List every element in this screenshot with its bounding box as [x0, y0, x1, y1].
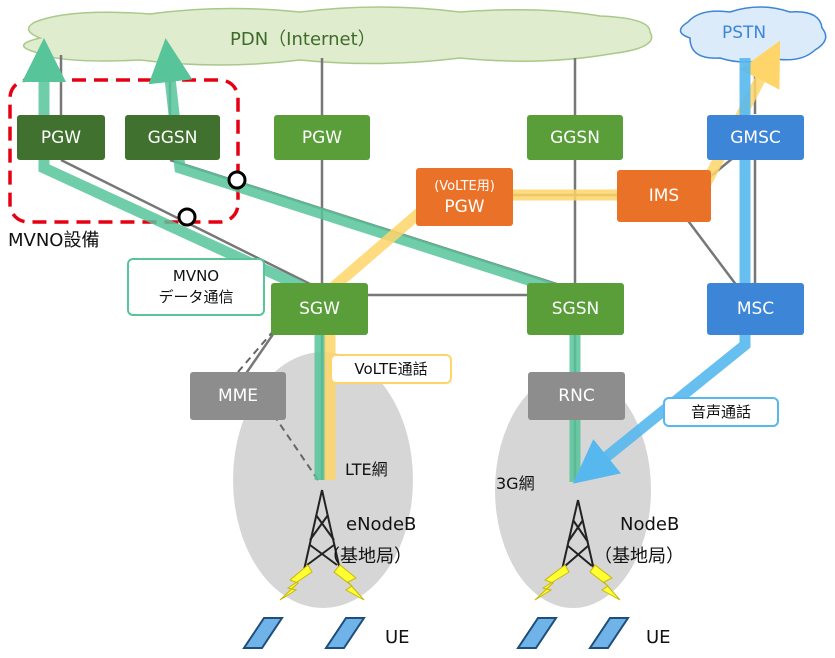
lte-network-label: LTE網: [345, 460, 388, 479]
volte-pgw-subtitle: (VoLTE用): [434, 179, 495, 194]
nodeb-tower-icon: [561, 499, 595, 571]
pstn-cloud: [679, 6, 827, 63]
volte-pgw-node: (VoLTE用) PGW: [416, 168, 513, 226]
mvno-pgw-node: PGW: [17, 115, 105, 160]
pdn-cloud-label: PDN（Internet）: [230, 29, 376, 50]
voice-call-callout: 音声通話: [663, 397, 779, 427]
pstn-cloud-label: PSTN: [722, 23, 767, 43]
gmsc-node: GMSC: [707, 115, 804, 160]
ue-right-label: UE: [646, 627, 671, 648]
3g-network-area: [495, 372, 651, 608]
mme-node: MME: [190, 372, 286, 420]
sgw-node: SGW: [271, 283, 368, 335]
mvno-data-path: [22, 38, 326, 480]
ims-node: IMS: [617, 170, 711, 222]
mvno-link-point: [177, 207, 197, 227]
enodeb-tower-icon: [303, 489, 341, 571]
mvno-ggsn-node: GGSN: [125, 115, 220, 160]
volte-pgw-label: PGW: [444, 197, 485, 217]
mme-dashed-line-top: [237, 299, 301, 373]
ggsn-node: GGSN: [527, 115, 623, 160]
msc-node: MSC: [707, 283, 804, 335]
rnc-node: RNC: [528, 372, 625, 420]
pgw-node: PGW: [274, 115, 370, 160]
nodeb-label: NodeB: [620, 514, 680, 535]
enodeb-label: eNodeB: [346, 514, 417, 535]
radio-wave-icons: [279, 564, 621, 601]
nodeb-sub-label: （基地局）: [594, 546, 684, 567]
mvno-link-point: [227, 170, 247, 190]
mvno-equipment-region: [8, 78, 240, 224]
mvno-equipment-label: MVNO設備: [8, 230, 100, 251]
mvno-data-line1: MVNO: [172, 267, 220, 285]
ue-left-label: UE: [385, 627, 410, 648]
sgsn-node: SGSN: [527, 283, 624, 335]
volte-call-callout: VoLTE通話: [330, 354, 452, 384]
3g-network-label: 3G網: [496, 474, 535, 493]
mvno-data-line2: データ通信: [158, 288, 234, 306]
enodeb-sub-label: （基地局）: [322, 546, 412, 567]
ue-phone-icons: [242, 617, 630, 649]
mvno-data-callout: MVNO データ通信: [127, 258, 265, 316]
